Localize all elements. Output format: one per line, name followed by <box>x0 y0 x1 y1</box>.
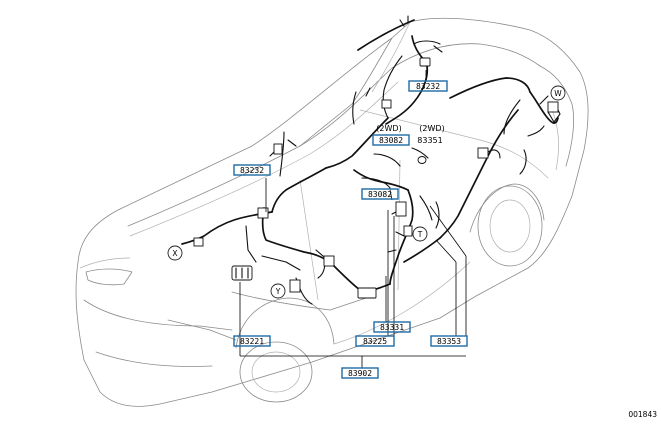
part-number-text: 83232 <box>240 166 264 175</box>
note-2wd-left: (2WD) <box>376 124 401 133</box>
part-number-text: 83232 <box>416 82 440 91</box>
view-marker-w-label: W <box>554 89 562 98</box>
callout-lines <box>239 70 467 368</box>
view-marker-x-label: X <box>172 249 177 258</box>
view-marker-y-label: Y <box>275 287 281 296</box>
part-label-83225[interactable]: 83225 <box>355 335 395 347</box>
view-marker-x[interactable]: X <box>167 245 183 261</box>
part-number-text: 83902 <box>348 369 372 378</box>
part-number-text: 83082 <box>379 136 403 145</box>
part-number-text: 83351 <box>417 136 442 145</box>
part-label-83082-lower[interactable]: 83082 <box>361 188 399 200</box>
part-label-83353[interactable]: 83353 <box>430 335 468 347</box>
part-number-text: 83082 <box>368 190 392 199</box>
part-number-text: 83331 <box>380 323 404 332</box>
part-label-83902[interactable]: 83902 <box>341 367 379 379</box>
wiring-harness <box>181 15 561 305</box>
part-label-83082-upper[interactable]: 83082 <box>372 134 410 146</box>
part-number-text: 83353 <box>437 337 461 346</box>
part-label-83221[interactable]: 83221 <box>233 335 271 347</box>
part-number-text: 83221 <box>240 337 264 346</box>
part-number-text: 83225 <box>363 337 387 346</box>
part-label-83331[interactable]: 83331 <box>373 321 411 333</box>
view-marker-w[interactable]: W <box>550 85 566 101</box>
view-marker-t-label: T <box>417 230 423 239</box>
part-label-83232-top[interactable]: 83232 <box>408 80 448 92</box>
view-marker-y[interactable]: Y <box>270 283 286 299</box>
part-label-83232-left[interactable]: 83232 <box>233 164 271 176</box>
part-label-83351[interactable]: 83351 <box>417 136 442 145</box>
figure-id: 001843 <box>628 410 657 419</box>
car-body-outline <box>75 17 589 407</box>
view-marker-t[interactable]: T <box>412 226 428 242</box>
note-2wd-right: (2WD) <box>419 124 444 133</box>
